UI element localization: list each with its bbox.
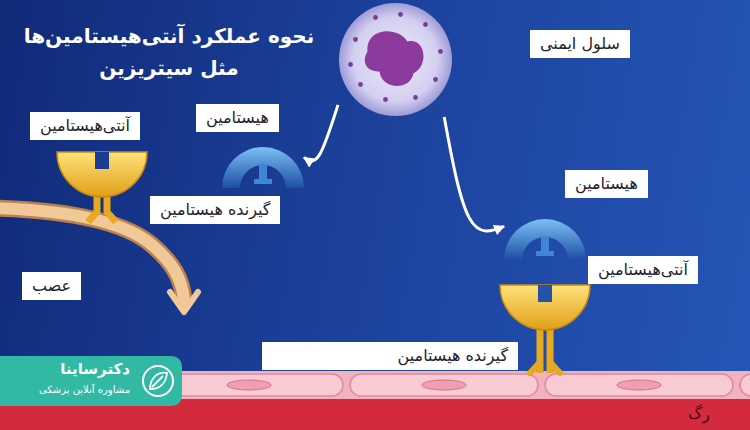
cell-nucleus: [227, 380, 271, 390]
node-label: عصب: [32, 276, 71, 296]
cell-nucleus: [365, 31, 424, 86]
histamine-key: [536, 251, 554, 256]
histamine-key: [254, 179, 272, 184]
logo-panel: [0, 356, 182, 406]
label-box: عصب: [22, 272, 81, 300]
cell-nucleus: [617, 380, 661, 390]
endothelial-cell: [350, 374, 538, 396]
binding-slot: [538, 285, 552, 302]
node-label: هیستامین: [575, 174, 638, 194]
cell-granule: [383, 97, 388, 102]
label-box: آنتی‌هیستامین: [30, 112, 140, 140]
brand-name: دکترساینا: [60, 359, 130, 379]
node-label: گیرنده هیستامین: [160, 200, 270, 220]
brand-logo: [0, 356, 182, 406]
label-box: گیرنده هیستامین: [262, 342, 518, 370]
vessel-label: رگ: [688, 404, 710, 424]
node-label: گیرنده هیستامین: [272, 346, 508, 366]
label-box: سلول ایمنی: [530, 30, 630, 58]
receptor-stem: [540, 326, 550, 373]
histamine-molecule: هیستامین: [504, 212, 586, 260]
endothelial-cell: [545, 374, 733, 396]
arrow-connector: [304, 105, 338, 161]
endothelial-cell: [740, 374, 750, 396]
histamine-shape: [504, 219, 586, 260]
label-box: هیستامین: [196, 104, 279, 132]
histamine-shape: [222, 147, 304, 188]
node-label: آنتی‌هیستامین: [598, 260, 688, 280]
arrow-connector: [444, 117, 504, 231]
immune-cell: سلول ایمنی: [338, 2, 453, 117]
brand-tagline: مشاوره آنلاین پزشکی: [39, 383, 130, 397]
cell-nucleus: [422, 380, 466, 390]
histamine-outline: [504, 212, 586, 260]
logo-leaf: [150, 373, 167, 389]
node-label: آنتی‌هیستامین: [40, 116, 130, 136]
cell-granule: [438, 49, 443, 54]
cell-granule: [398, 12, 403, 17]
label-box: گیرنده هیستامین: [150, 196, 280, 224]
diagram-title: نحوه عملکرد آنتی‌هیستامین‌ها مثل سیتریزی…: [14, 20, 324, 84]
label-box: هیستامین: [565, 170, 648, 198]
cell-membrane: [339, 3, 452, 116]
cell-granule: [348, 62, 353, 67]
antihistamine-shape: [57, 152, 147, 197]
cell-granule: [423, 22, 428, 27]
endothelial-cell: [155, 374, 343, 396]
nerve-ending: [170, 292, 198, 312]
binding-slot: [95, 152, 109, 169]
cell-granule: [358, 82, 363, 87]
cell-granule: [353, 37, 358, 42]
label-box: آنتی‌هیستامین: [588, 256, 698, 284]
logo-icon: [143, 366, 173, 396]
receptor-foot: [530, 362, 560, 373]
antihistamine-shape: [500, 285, 590, 330]
cell-granule: [433, 77, 438, 82]
cell-granule: [413, 95, 418, 100]
histamine-outline: [222, 140, 304, 188]
histamine-molecule: هیستامین: [222, 140, 304, 188]
node-label: هیستامین: [206, 108, 269, 128]
cell-granule: [373, 15, 378, 20]
antihistamine-left: [57, 152, 147, 222]
cell-outline: [338, 2, 453, 117]
node-label: سلول ایمنی: [540, 34, 620, 54]
